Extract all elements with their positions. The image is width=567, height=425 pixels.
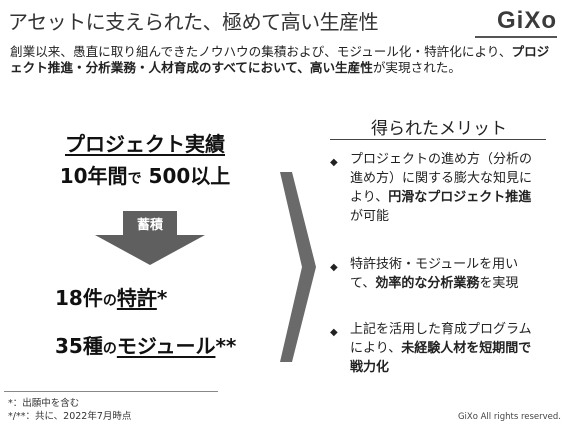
merit-text: 特許技術・モジュールを用いて、: [350, 257, 519, 291]
project-period: 10年間: [59, 164, 128, 188]
merit-item: ◆ 上記を活用した育成プログラムにより、未経験人材を短期間で戦力化: [330, 320, 536, 377]
merit-text: 上記を活用した育成プログラムにより、: [350, 322, 532, 356]
diamond-bullet-icon: ◆: [330, 327, 338, 338]
project-count: 500以上: [148, 164, 231, 188]
company-logo: GiXo: [497, 6, 557, 36]
copyright-notice: GiXo All rights reserved.: [457, 412, 561, 422]
merit-highlight: 効率的な分析業務: [375, 276, 480, 291]
intro-paragraph: 創業以来、愚直に取り組んできたノウハウの集積および、モジュール化・特許化により、…: [10, 44, 558, 76]
merit-text: プロジェクトの進め方（分析の進め方）に関する膨大な知見により、: [350, 152, 533, 205]
patent-count: 18件: [55, 286, 103, 310]
patent-footnote-mark: *: [156, 286, 168, 310]
logo-text: GiXo: [496, 7, 557, 34]
accumulation-label: 蓄積: [136, 218, 163, 233]
merits-heading: 得られたメリット: [371, 119, 507, 139]
diamond-bullet-icon: ◆: [330, 157, 338, 168]
merits-divider: [330, 139, 546, 140]
module-particle: の: [102, 341, 117, 357]
diamond-bullet-icon: ◆: [330, 262, 338, 273]
module-footnote-mark: **: [215, 334, 237, 358]
intro-text-1: 創業以来、愚直に取り組んできたノウハウの集積および、モジュール化・特許化により、: [10, 44, 512, 59]
merit-item: ◆ 特許技術・モジュールを用いて、効率的な分析業務を実現: [330, 255, 536, 293]
project-particle: で: [127, 171, 142, 187]
module-line: 35種のモジュール**: [55, 330, 236, 359]
footnote-divider: [4, 391, 218, 392]
logo-underline: [475, 36, 557, 38]
merit-highlight: 未経験人材を短期間で戦力化: [350, 341, 532, 375]
merit-text-tail: が可能: [350, 209, 390, 224]
intro-text-2: が実現された。: [372, 60, 461, 75]
module-word: モジュール: [116, 334, 216, 358]
patent-line: 18件の特許*: [55, 282, 167, 311]
right-chevron-arrow: [280, 172, 316, 362]
footnote-1: *：出願中を含む: [8, 398, 80, 409]
merit-highlight: 円滑なプロジェクト推進: [388, 190, 532, 205]
footnote-2: */**：共に、2022年7月時点: [8, 411, 132, 422]
merit-text-tail: を実現: [479, 276, 519, 291]
page-title: アセットに支えられた、極めて高い生産性: [8, 10, 379, 34]
intro-highlight: プロジェクト推進・分析業務・人材育成のすべてにおいて、高い生産性: [10, 44, 550, 75]
project-results-heading: プロジェクト実績: [65, 132, 225, 156]
accumulation-arrow: [95, 211, 205, 265]
merit-item: ◆ プロジェクトの進め方（分析の進め方）に関する膨大な知見により、円滑なプロジェ…: [330, 150, 536, 226]
module-count: 35種: [55, 334, 103, 358]
patent-particle: の: [102, 293, 117, 309]
patent-word: 特許: [116, 286, 157, 310]
project-count-line: 10年間で 500以上: [0, 160, 290, 189]
